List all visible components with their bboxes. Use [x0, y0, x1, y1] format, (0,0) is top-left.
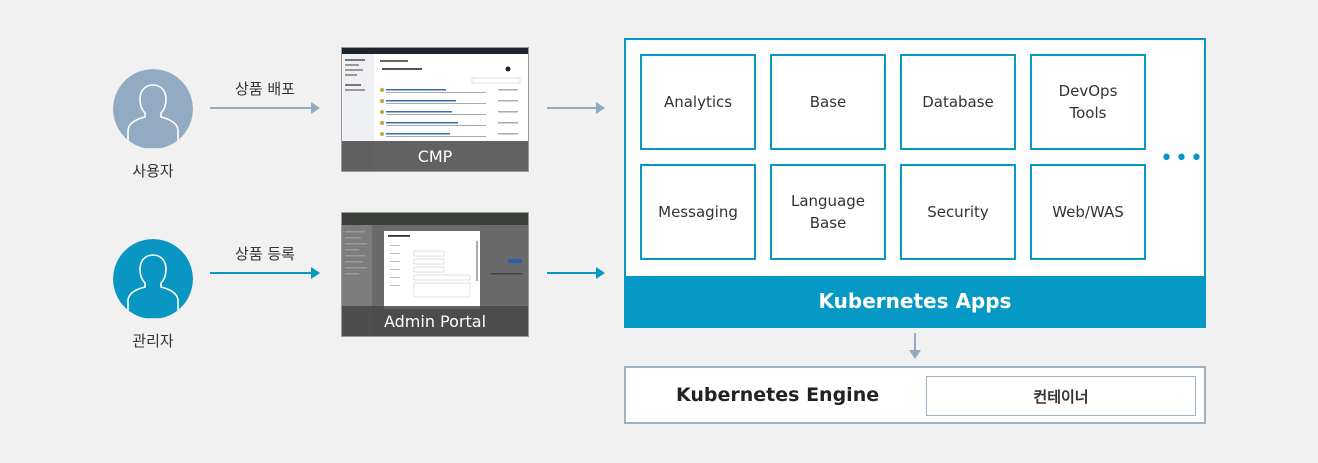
user-avatar-icon — [113, 69, 193, 149]
app-base: Base — [770, 54, 886, 150]
app-messaging: Messaging — [640, 164, 756, 260]
cmp-caption: CMP — [342, 141, 528, 171]
admin-avatar-icon — [113, 239, 193, 319]
admin-label: 관리자 — [132, 332, 174, 350]
user-label: 사용자 — [132, 162, 174, 180]
app-web-was: Web/WAS — [1030, 164, 1146, 260]
deploy-arrow — [210, 102, 320, 114]
admin-portal-screenshot: Admin Portal — [341, 212, 529, 337]
apps-to-engine-arrowhead — [909, 350, 921, 359]
apps-to-engine-arrow — [914, 333, 916, 353]
app-analytics: Analytics — [640, 54, 756, 150]
app-database: Database — [900, 54, 1016, 150]
portal-to-apps-arrow — [547, 267, 605, 279]
cmp-screenshot: CMP — [341, 47, 529, 172]
container-box: 컨테이너 — [926, 376, 1196, 416]
kubernetes-apps-panel: Analytics Base Database DevOps Tools Mes… — [624, 38, 1206, 328]
kubernetes-engine-title: Kubernetes Engine — [676, 384, 880, 406]
more-apps-ellipsis: ••• — [1160, 146, 1205, 171]
cmp-to-apps-arrow — [547, 102, 605, 114]
deploy-arrow-label: 상품 배포 — [235, 80, 295, 98]
kubernetes-engine-box: Kubernetes Engine 컨테이너 — [624, 366, 1206, 424]
app-security: Security — [900, 164, 1016, 260]
app-language-base: Language Base — [770, 164, 886, 260]
kubernetes-apps-title: Kubernetes Apps — [626, 276, 1204, 326]
admin-portal-caption: Admin Portal — [342, 306, 528, 336]
app-devops-tools: DevOps Tools — [1030, 54, 1146, 150]
register-arrow-label: 상품 등록 — [235, 245, 295, 263]
register-arrow — [210, 267, 320, 279]
